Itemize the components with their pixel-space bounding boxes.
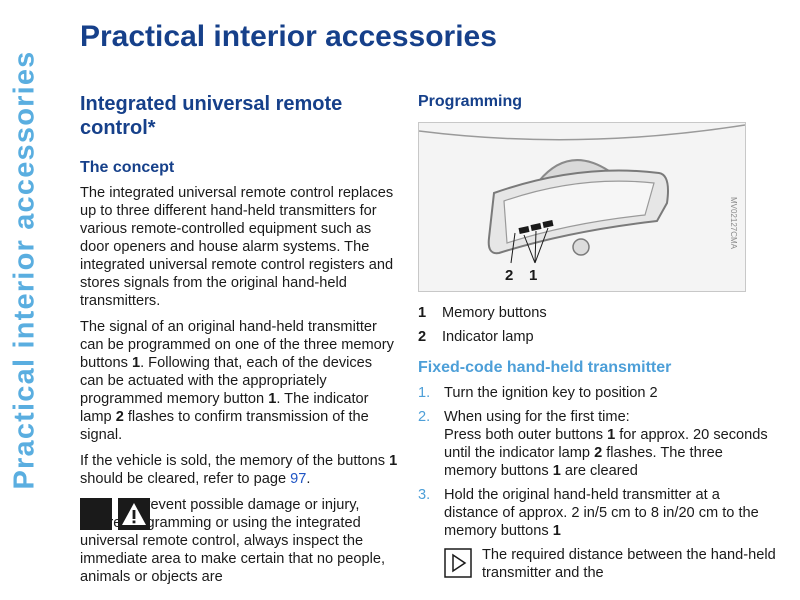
page-title: Practical interior accessories xyxy=(80,20,497,53)
programming-heading: Programming xyxy=(418,93,523,110)
note-arrow-icon xyxy=(444,548,472,578)
concept-paragraph-1: The integrated universal remote control … xyxy=(80,185,394,309)
left-column: Integrated universal remote control* The… xyxy=(80,92,398,586)
vertical-section-title-text: Practical interior accessories xyxy=(8,50,41,490)
diagram-code: MV02127CMA xyxy=(729,197,738,250)
step-item: 3.Hold the original hand-held transmitte… xyxy=(418,487,759,539)
warning-text: To prevent possible damage or injury, be… xyxy=(80,497,386,585)
fixed-code-heading: Fixed-code hand-held transmitter xyxy=(418,359,672,376)
diagram-label-2: 2 xyxy=(505,267,513,284)
note-text: The required distance between the hand-h… xyxy=(482,547,776,581)
vertical-section-title: Practical interior accessories xyxy=(0,0,50,600)
concept-paragraph-2: The signal of an original hand-held tran… xyxy=(80,319,394,443)
concept-paragraph-3: If the vehicle is sold, the memory of th… xyxy=(80,453,398,487)
step-item: 2.When using for the first time:Press bo… xyxy=(418,409,768,479)
concept-heading: The concept xyxy=(80,159,175,176)
step-item: 1.Turn the ignition key to position 2 xyxy=(418,385,658,401)
steps-list: 1.Turn the ignition key to position 2 2.… xyxy=(418,384,778,540)
diagram-label-1: 1 xyxy=(529,267,537,284)
mirror-diagram: 2 1 MV02127CMA xyxy=(418,122,746,292)
section-title: Integrated universal remote control* xyxy=(80,93,343,139)
warning-note: To prevent possible damage or injury, be… xyxy=(80,496,398,586)
page-reference-link[interactable]: 97 xyxy=(290,471,307,487)
info-note: The required distance between the hand-h… xyxy=(444,546,778,582)
warning-icon xyxy=(80,498,150,530)
